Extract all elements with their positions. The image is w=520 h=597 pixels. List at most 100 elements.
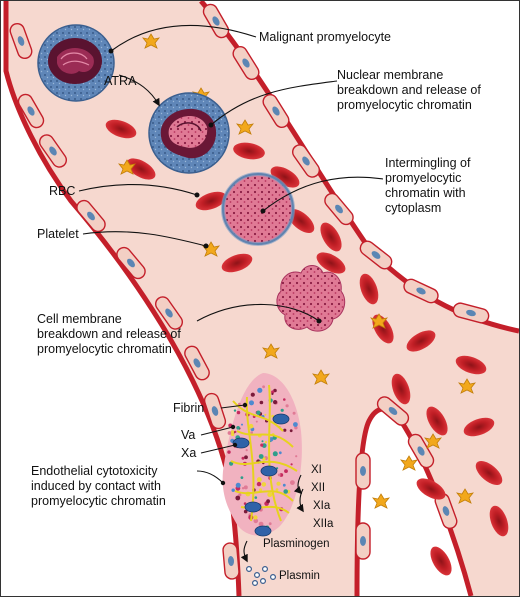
endothelial-nucleus bbox=[165, 308, 173, 318]
label-atra: ATRA bbox=[104, 74, 137, 88]
clot-particle bbox=[253, 518, 259, 524]
clot-particle bbox=[260, 443, 264, 447]
endothelial-nucleus bbox=[335, 204, 343, 214]
red-blood-cell bbox=[221, 253, 253, 273]
blood-vessel bbox=[3, 1, 519, 596]
platelet bbox=[236, 119, 254, 135]
plasmin-molecule bbox=[262, 565, 269, 572]
clot-particle bbox=[283, 489, 289, 494]
clot-endothelial-cells bbox=[232, 413, 290, 537]
label-platelet: Platelet bbox=[37, 227, 79, 241]
clot-particle bbox=[256, 477, 262, 483]
clot-particle bbox=[243, 509, 248, 514]
red-blood-cell bbox=[270, 166, 300, 188]
clot-particle bbox=[278, 451, 282, 455]
endothelial-nucleus bbox=[193, 358, 201, 368]
clot-particle bbox=[243, 485, 248, 490]
red-blood-cell bbox=[391, 373, 411, 405]
plasmin-molecule bbox=[246, 565, 253, 572]
endothelial-cell bbox=[291, 144, 321, 178]
clot-cell bbox=[244, 501, 262, 513]
endothelial-nucleus bbox=[242, 58, 250, 68]
clot-particle bbox=[236, 410, 241, 415]
label-endothelial: Endothelial cytotoxicity induced by cont… bbox=[31, 464, 166, 508]
clot-particle bbox=[227, 431, 232, 435]
endothelial-cell bbox=[222, 542, 240, 580]
leader-platelet bbox=[82, 231, 207, 247]
clot-particle bbox=[240, 476, 244, 479]
platelet bbox=[312, 369, 330, 385]
endothelial-nucleus bbox=[360, 466, 366, 476]
clot-particle bbox=[293, 422, 298, 427]
clot-particle bbox=[233, 409, 237, 412]
label-xa: Xa bbox=[181, 446, 196, 460]
red-blood-cell bbox=[455, 355, 487, 375]
red-blood-cells bbox=[105, 119, 509, 576]
label-va: Va bbox=[181, 428, 195, 442]
red-blood-cell bbox=[320, 222, 342, 252]
endothelial-nucleus bbox=[466, 309, 476, 317]
endothelial-cell bbox=[203, 392, 227, 430]
endothelial-nucleus bbox=[127, 258, 135, 268]
clot-particle bbox=[268, 522, 272, 526]
clot-particle bbox=[284, 469, 288, 473]
xii-arrow bbox=[296, 488, 304, 513]
clot-particle bbox=[290, 480, 295, 485]
clot-particle bbox=[244, 455, 248, 460]
endothelial-nucleus bbox=[302, 156, 310, 166]
endothelial-nucleus bbox=[371, 251, 381, 259]
leader-endothelial bbox=[196, 470, 224, 484]
platelet bbox=[458, 378, 476, 394]
red-blood-cell bbox=[233, 142, 265, 160]
plasmin-molecule bbox=[260, 577, 267, 584]
label-nuclear-line-1: Nuclear membrane bbox=[337, 68, 443, 82]
label-xia: XIa bbox=[313, 500, 331, 512]
clot-particle bbox=[234, 430, 237, 433]
clot-particle bbox=[235, 495, 241, 501]
endothelial-nucleus bbox=[388, 407, 398, 415]
malignant-promyelocyte-cell bbox=[37, 24, 115, 102]
clot-particle bbox=[261, 440, 264, 443]
plasminogen-arrow bbox=[240, 540, 248, 563]
endothelial-nucleus bbox=[417, 446, 425, 456]
platelet bbox=[142, 33, 160, 49]
clot-particle bbox=[264, 413, 267, 416]
clot-cell bbox=[272, 413, 290, 425]
leader-malignant bbox=[110, 25, 257, 52]
platelet bbox=[400, 455, 418, 471]
clot-particle bbox=[266, 499, 270, 504]
leader-va bbox=[200, 426, 234, 436]
clot-particle bbox=[279, 473, 284, 477]
clot-particle bbox=[227, 450, 231, 454]
clot-particle bbox=[295, 455, 298, 458]
label-fibrin: Fibrin bbox=[173, 401, 204, 415]
clot-particle bbox=[238, 402, 241, 406]
endothelial-cell bbox=[403, 278, 439, 304]
endothelial-cell bbox=[76, 199, 106, 233]
intermingling-cell bbox=[221, 172, 295, 246]
endothelial-cell bbox=[116, 246, 146, 280]
label-intermingling-line-1: Intermingling of bbox=[385, 156, 471, 170]
clot-particle bbox=[271, 392, 274, 395]
clot-particle bbox=[289, 429, 293, 433]
clot-particle bbox=[290, 463, 293, 466]
clot-particle bbox=[264, 441, 268, 444]
red-blood-cell bbox=[105, 119, 137, 139]
clot-particle bbox=[285, 404, 289, 408]
endothelial-cell bbox=[359, 240, 393, 270]
endothelial-cell bbox=[324, 192, 354, 226]
label-intermingling-line-3: chromatin with bbox=[385, 186, 466, 200]
label-endothelial-line-2: induced by contact with bbox=[31, 479, 161, 493]
endothelial-cell bbox=[17, 93, 45, 129]
red-blood-cell bbox=[475, 461, 503, 485]
red-blood-cell bbox=[359, 273, 379, 305]
clot-particle bbox=[257, 387, 263, 393]
clot-particle bbox=[250, 392, 255, 397]
clot-particle bbox=[241, 423, 243, 426]
label-nuclear-membrane: Nuclear membrane breakdown and release o… bbox=[337, 68, 484, 112]
clot-particle bbox=[245, 449, 248, 452]
label-intermingling: Intermingling of promyelocytic chromatin… bbox=[385, 156, 474, 215]
platelet bbox=[372, 493, 390, 509]
nuclear-breakdown-cell bbox=[148, 92, 230, 174]
